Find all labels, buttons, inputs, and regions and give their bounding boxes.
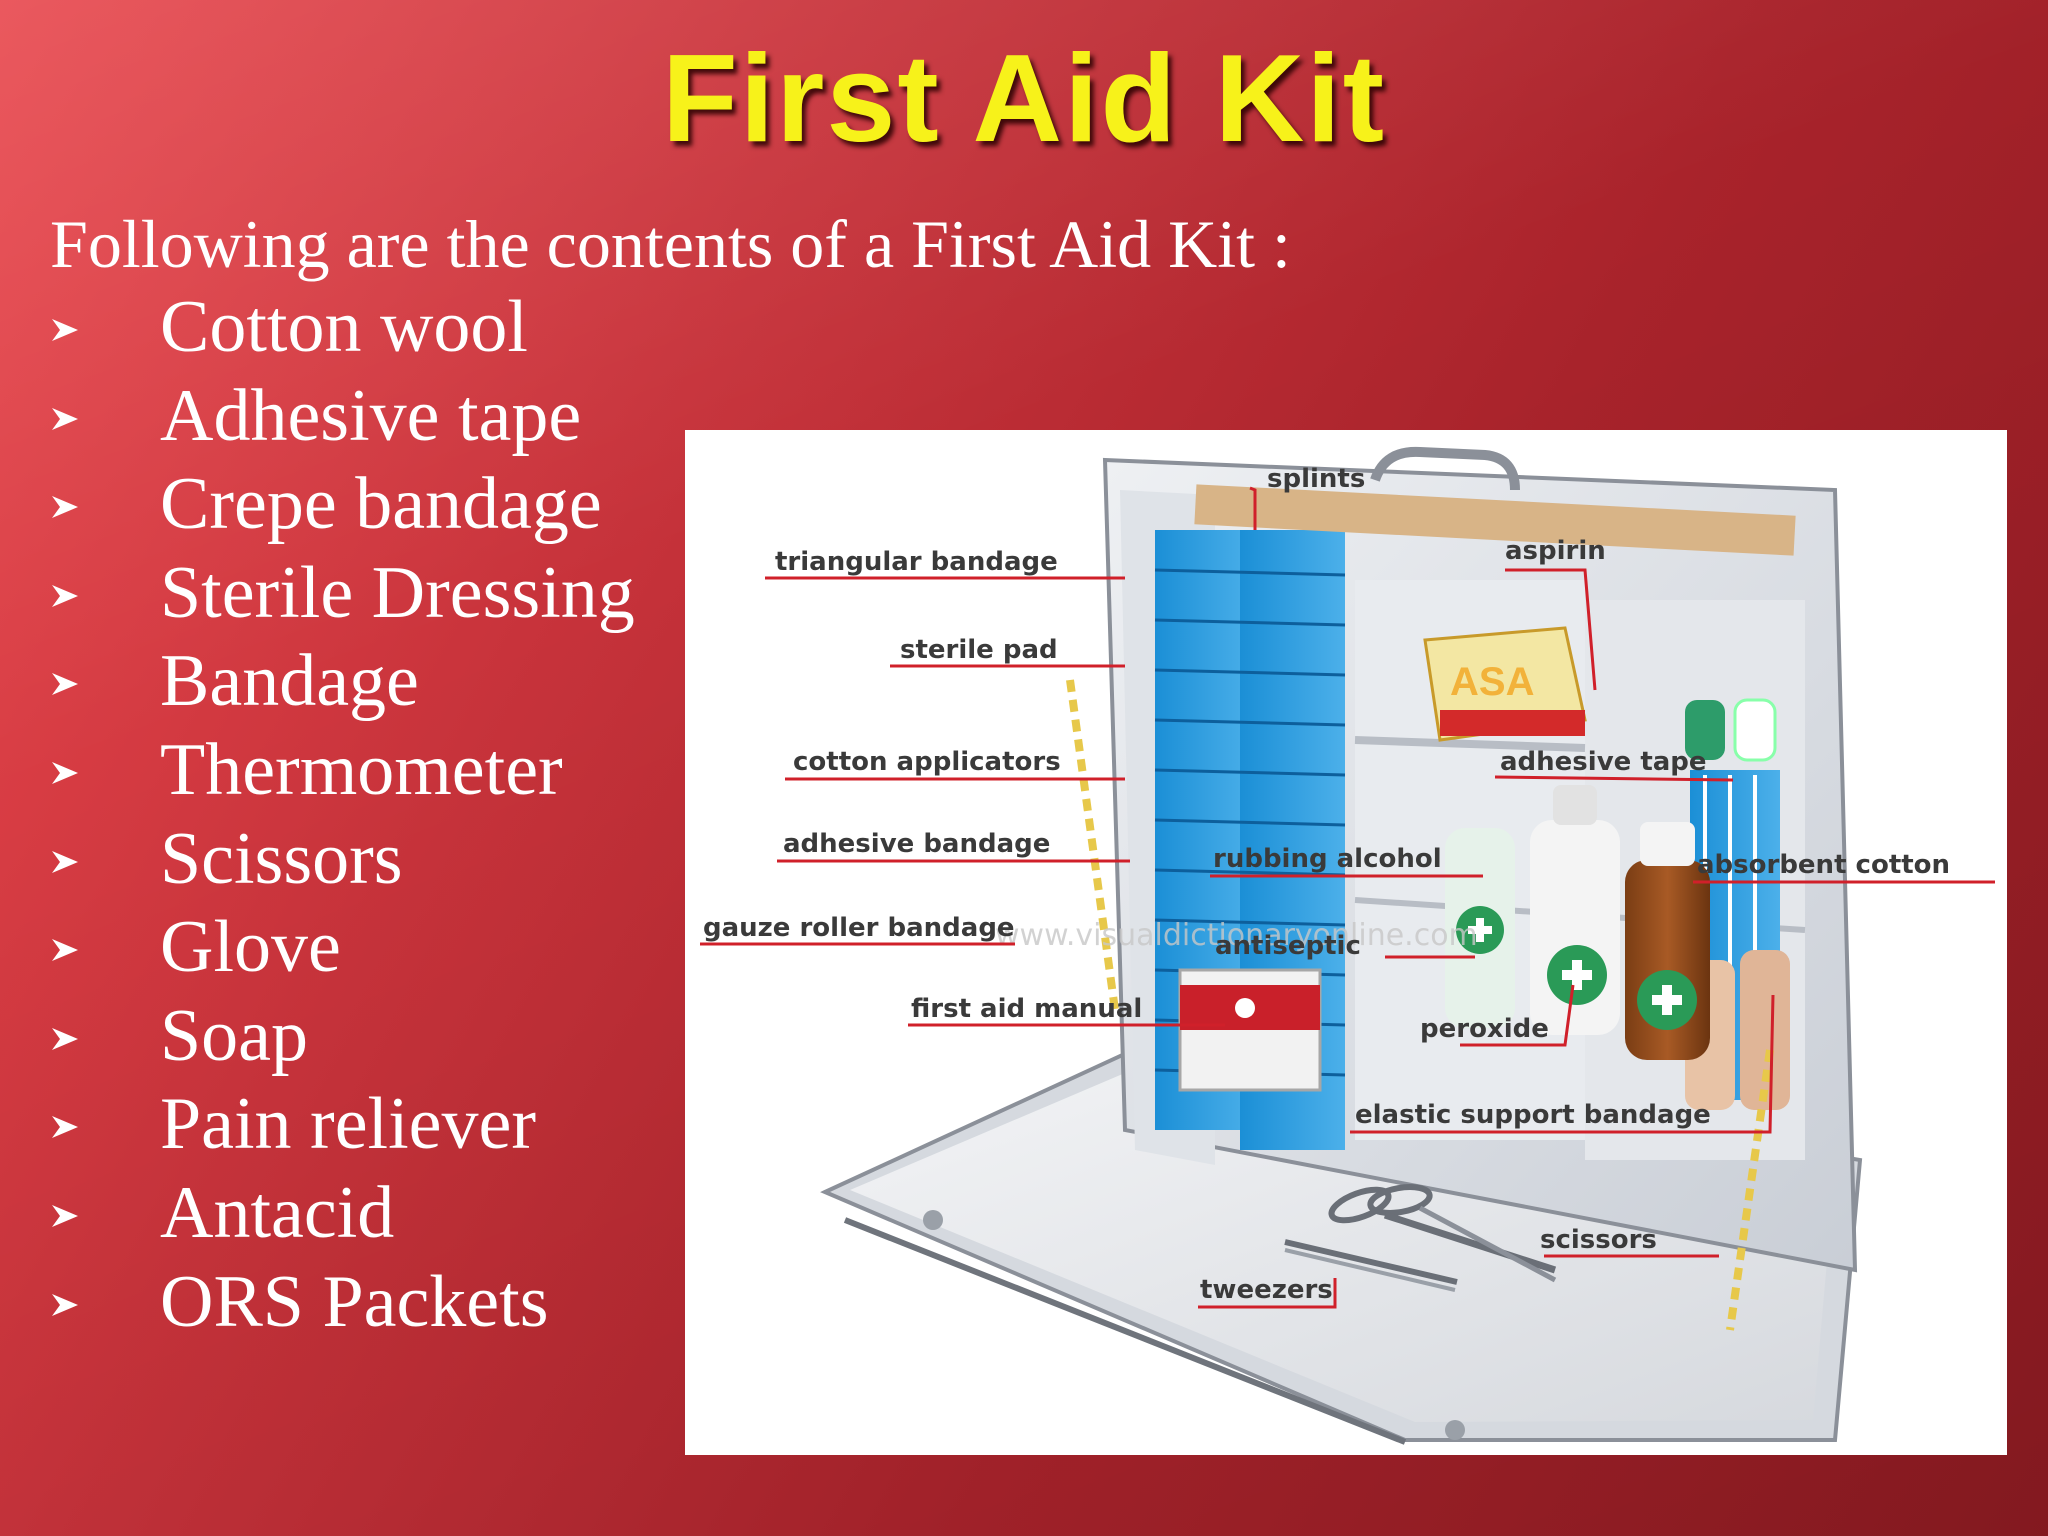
- first-aid-kit-illustration: ASA: [700, 446, 1995, 1445]
- asa-box-text: ASA: [1450, 660, 1534, 704]
- first-aid-kit-diagram: ASA: [685, 430, 2007, 1455]
- label-scissors: scissors: [1540, 1225, 1657, 1255]
- arrowhead-bullet-icon: [52, 1027, 78, 1050]
- label-triangular-bandage: triangular bandage: [775, 547, 1058, 577]
- label-adhesive-bandage: adhesive bandage: [783, 829, 1050, 859]
- label-rubbing-alcohol: rubbing alcohol: [1213, 844, 1442, 874]
- label-gauze-roller-bandage: gauze roller bandage: [703, 913, 1015, 943]
- arrowhead-bullet-icon: [52, 1293, 78, 1316]
- arrowhead-bullet-icon: [52, 407, 78, 430]
- arrowhead-bullet-icon: [52, 761, 78, 784]
- label-adhesive-tape: adhesive tape: [1500, 747, 1707, 777]
- slide-title: First Aid Kit: [661, 30, 1387, 168]
- arrowhead-bullet-icon: [52, 850, 78, 873]
- list-item-label: Adhesive tape: [160, 374, 582, 457]
- list-item-label: Antacid: [160, 1171, 395, 1254]
- label-leader-lines: [700, 486, 1995, 1309]
- label-splints: splints: [1267, 464, 1365, 494]
- list-item-label: ORS Packets: [160, 1260, 549, 1343]
- list-item-label: Cotton wool: [160, 286, 528, 368]
- intro-text: Following are the contents of a First Ai…: [50, 206, 1291, 282]
- list-item-label: Crepe bandage: [160, 463, 602, 546]
- arrowhead-bullet-icon: [52, 584, 78, 607]
- list-item-label: Soap: [160, 994, 308, 1077]
- label-tweezers: tweezers: [1200, 1275, 1333, 1305]
- label-antiseptic: antiseptic: [1215, 931, 1361, 961]
- list-item-label: Bandage: [160, 640, 419, 723]
- arrowhead-bullet-icon: [52, 319, 78, 341]
- list-item-label: Scissors: [160, 817, 403, 900]
- label-peroxide: peroxide: [1420, 1014, 1549, 1044]
- tweezers-illustration: [1284, 1239, 1458, 1292]
- list-item-label: Glove: [160, 906, 341, 989]
- list-item-label: Sterile Dressing: [160, 551, 635, 634]
- arrowhead-bullet-icon: [52, 496, 78, 519]
- label-first-aid-manual: first aid manual: [911, 994, 1142, 1024]
- list-item-label: Thermometer: [160, 728, 563, 811]
- kit-box: ASA: [1066, 446, 1858, 1331]
- label-sterile-pad: sterile pad: [900, 635, 1058, 665]
- label-absorbent-cotton: absorbent cotton: [1697, 850, 1950, 880]
- label-elastic-support-bandage: elastic support bandage: [1355, 1100, 1711, 1130]
- list-item-label: Pain reliever: [160, 1083, 536, 1166]
- watermark-text: www.visualdictionaryonline.com: [995, 918, 1478, 953]
- arrowhead-bullet-icon: [52, 939, 78, 962]
- arrowhead-bullet-icon: [52, 1204, 78, 1227]
- arrowhead-bullet-icon: [52, 1116, 78, 1139]
- arrowhead-bullet-icon: [52, 673, 78, 696]
- label-cotton-applicators: cotton applicators: [793, 747, 1061, 777]
- label-aspirin: aspirin: [1505, 536, 1606, 566]
- scissors-illustration: [1328, 1184, 1557, 1283]
